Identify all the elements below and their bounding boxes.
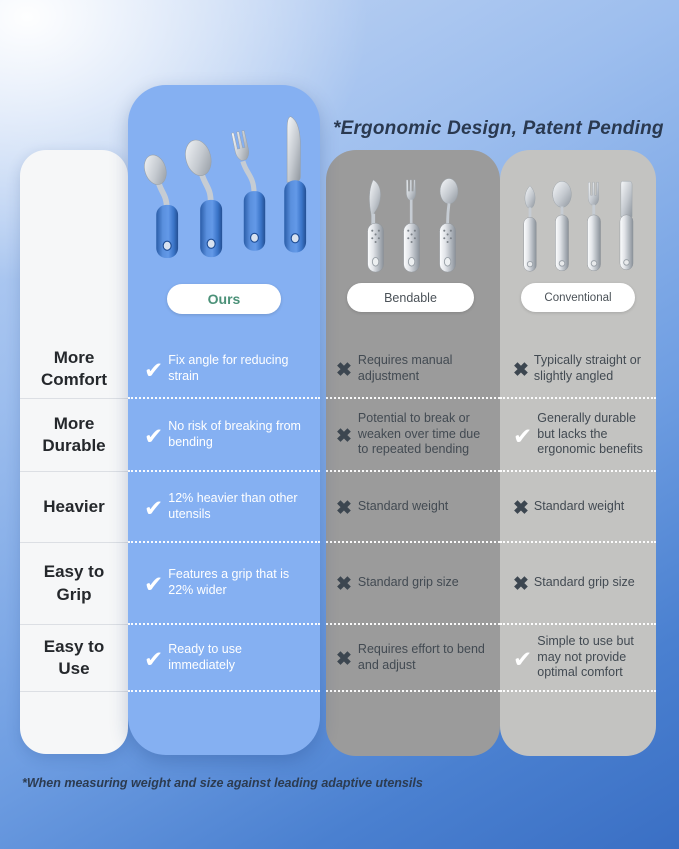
conventional-teaspoon-icon — [523, 185, 537, 272]
mark-icon: ✖ — [336, 425, 352, 447]
table-row: ✔12% heavier than other utensils — [128, 472, 320, 543]
table-row: ✖Requires manual adjustment — [326, 340, 500, 399]
ours-small-spoon-icon — [143, 154, 178, 259]
mark-icon: ✔ — [144, 494, 164, 521]
feature-row: Easy to Grip — [20, 543, 128, 625]
table-row: ✖ Standard grip size — [326, 543, 500, 625]
ours-knife-icon — [283, 116, 306, 253]
table-row: ✖ Standard weight — [500, 472, 656, 543]
bendable-utensils-image — [358, 170, 468, 274]
ours-pill-label: Ours — [207, 291, 241, 307]
cell-text: Fix angle for reducing strain — [168, 352, 289, 383]
bendable-pill: Bendable — [347, 283, 474, 312]
cell-text: Features a grip that is 22% wider — [168, 567, 290, 597]
cell-text: Standard grip size — [533, 575, 635, 590]
footnote: *When measuring weight and size against … — [22, 776, 423, 790]
table-row: ✖ Standard weight — [326, 472, 500, 543]
conventional-pill-label: Conventional — [544, 291, 612, 304]
mark-icon: ✖ — [513, 497, 529, 519]
mark-icon: ✔ — [513, 645, 533, 672]
mark-icon: ✔ — [513, 422, 533, 449]
ours-pill: Ours — [167, 284, 281, 314]
table-row: ✔Ready to use immediately — [128, 625, 320, 692]
conventional-pill: Conventional — [521, 283, 635, 312]
feature-row: More Durable — [20, 399, 128, 472]
cell-text: Standard grip size — [357, 575, 459, 590]
cell-text: Simple to use but may not provide optima… — [537, 634, 634, 680]
feature-row: More Comfort — [20, 340, 128, 399]
feature-label: More Comfort — [40, 347, 108, 389]
feature-row: Easy to Use — [20, 625, 128, 692]
feature-label: More Durable — [42, 413, 106, 455]
cell-text: Potential to break or weaken over time d… — [357, 411, 481, 457]
table-row: ✔Simple to use but may not provide optim… — [500, 625, 656, 692]
bendable-column: Bendable ✖Requires manual adjustment ✖Po… — [326, 150, 500, 756]
feature-label: Heavier — [43, 496, 105, 516]
mark-icon: ✔ — [144, 645, 164, 672]
bendable-knife-icon — [367, 179, 384, 273]
cell-text: No risk of breaking from bending — [168, 418, 301, 449]
conventional-spoon-icon — [552, 181, 572, 272]
bendable-cells: ✖Requires manual adjustment ✖Potential t… — [326, 340, 500, 692]
ours-fork-icon — [230, 130, 265, 251]
mark-icon: ✖ — [513, 359, 529, 381]
cell-text: Generally durable but lacks the ergonomi… — [537, 411, 643, 457]
mark-icon: ✔ — [144, 356, 164, 383]
cell-text: 12% heavier than other utensils — [168, 490, 298, 521]
ours-column: Ours ✔Fix angle for reducing strain ✔No … — [128, 85, 320, 755]
bendable-pill-label: Bendable — [384, 290, 437, 305]
conventional-fork-icon — [587, 182, 601, 272]
ours-utensils-image — [140, 111, 308, 259]
cell-text: Standard weight — [357, 498, 449, 513]
table-row: ✖Typically straight or slightly angled — [500, 340, 656, 399]
table-row: ✖Requires effort to bend and adjust — [326, 625, 500, 692]
table-row: ✔Fix angle for reducing strain — [128, 340, 320, 399]
conventional-knife-icon — [619, 180, 634, 271]
mark-icon: ✖ — [513, 574, 529, 595]
cell-text: Requires effort to bend and adjust — [357, 641, 485, 672]
conventional-utensils-image — [516, 168, 640, 274]
feature-label: Easy to Grip — [43, 562, 105, 604]
feature-row: Heavier — [20, 472, 128, 543]
page-title: *Ergonomic Design, Patent Pending — [333, 118, 664, 139]
cell-text: Standard weight — [533, 498, 625, 513]
table-row: ✔Features a grip that is 22% wider — [128, 543, 320, 625]
feature-labels-column: More Comfort More Durable Heavier Easy t… — [20, 150, 128, 754]
table-row: ✖Potential to break or weaken over time … — [326, 399, 500, 472]
cell-text: Typically straight or slightly angled — [533, 352, 641, 383]
table-row: ✔Generally durable but lacks the ergonom… — [500, 399, 656, 472]
ours-cells: ✔Fix angle for reducing strain ✔No risk … — [128, 340, 320, 692]
mark-icon: ✖ — [336, 574, 352, 595]
mark-icon: ✖ — [336, 648, 352, 670]
mark-icon: ✔ — [144, 422, 164, 449]
mark-icon: ✖ — [336, 359, 352, 381]
ours-large-spoon-icon — [184, 139, 222, 258]
bendable-fork-icon — [403, 179, 420, 273]
conventional-cells: ✖Typically straight or slightly angled ✔… — [500, 340, 656, 692]
table-row: ✔No risk of breaking from bending — [128, 399, 320, 472]
conventional-column: Conventional ✖Typically straight or slig… — [500, 150, 656, 756]
feature-label-rows: More Comfort More Durable Heavier Easy t… — [20, 340, 128, 692]
cell-text: Ready to use immediately — [168, 641, 242, 672]
table-row: ✖ Standard grip size — [500, 543, 656, 625]
mark-icon: ✔ — [144, 571, 164, 597]
bendable-spoon-icon — [439, 178, 459, 273]
mark-icon: ✖ — [336, 497, 352, 519]
cell-text: Requires manual adjustment — [357, 352, 453, 383]
feature-label: Easy to Use — [43, 636, 105, 678]
